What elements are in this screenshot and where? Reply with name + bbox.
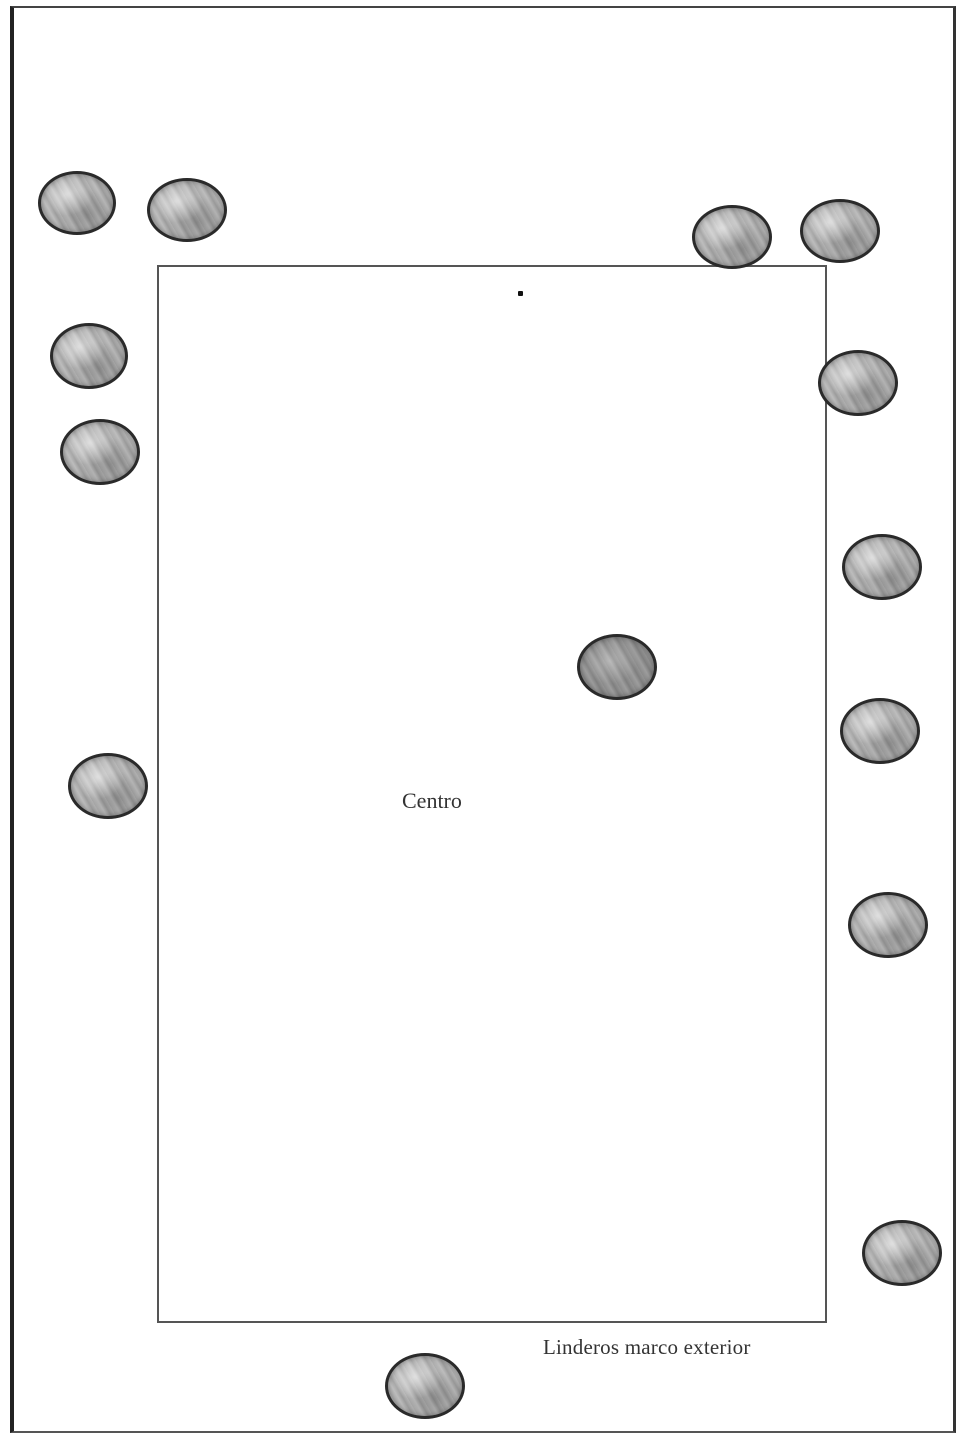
boundary-label: Linderos marco exterior bbox=[543, 1335, 751, 1360]
coin-icon bbox=[840, 698, 920, 764]
coin-icon bbox=[50, 323, 128, 389]
center-label: Centro bbox=[402, 788, 462, 814]
coin-icon bbox=[147, 178, 227, 242]
coin-icon bbox=[818, 350, 898, 416]
coin-icon bbox=[60, 419, 140, 485]
coin-icon bbox=[800, 199, 880, 263]
coin-icon bbox=[385, 1353, 465, 1419]
coin-icon bbox=[862, 1220, 942, 1286]
coin-icon bbox=[577, 634, 657, 700]
coin-icon bbox=[842, 534, 922, 600]
coin-icon bbox=[38, 171, 116, 235]
inner-rectangle bbox=[157, 265, 827, 1323]
coin-icon bbox=[848, 892, 928, 958]
center-point-marker bbox=[518, 291, 523, 296]
coin-icon bbox=[692, 205, 772, 269]
coin-icon bbox=[68, 753, 148, 819]
